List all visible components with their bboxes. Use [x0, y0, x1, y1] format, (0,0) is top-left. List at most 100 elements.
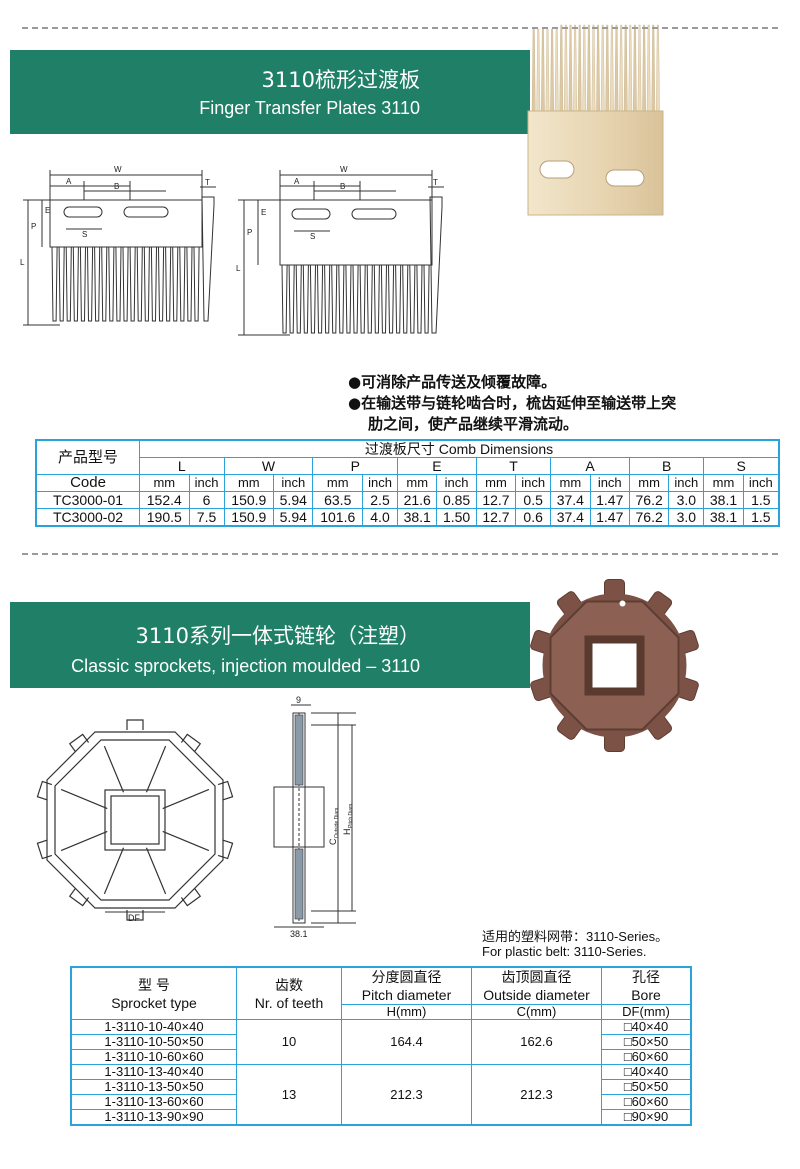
- unit-a-mm: mm: [550, 474, 591, 492]
- dims-header: 过渡板尺寸 Comb Dimensions: [139, 439, 780, 458]
- row-value: 150.9: [223, 508, 275, 527]
- table-row: 1-3110-10-60×60□60×60: [70, 1049, 692, 1065]
- outside-header-en: Outside diameter: [483, 987, 590, 1003]
- unit-c: C(mm): [471, 1004, 602, 1020]
- dim-group-e: E: [397, 457, 477, 475]
- row-code: TC3000-01: [35, 491, 140, 509]
- pitch-diam-sub: Pitch Diam.: [348, 802, 354, 828]
- pitch-diameter: 212.3: [341, 1064, 472, 1126]
- dim-group-a: A: [550, 457, 630, 475]
- pitch-header-en: Pitch diameter: [361, 987, 452, 1003]
- dim-label-w: W: [114, 165, 122, 174]
- row-value: 190.5: [139, 508, 190, 527]
- row-value: 1.5: [742, 491, 780, 509]
- row-value: 76.2: [628, 491, 670, 509]
- bore-size: □40×40: [601, 1019, 692, 1035]
- dim-label-e: E: [45, 206, 50, 215]
- unit-t-mm: mm: [475, 474, 517, 492]
- dim-df: DF: [128, 913, 140, 923]
- bore-header-en: Bore: [631, 987, 661, 1003]
- code-header-en: Code: [35, 474, 140, 492]
- dim-group-w: W: [223, 457, 314, 475]
- dim-label-b: B: [114, 182, 119, 191]
- sprocket-side-drawing: 9 38.1 C Outside Diam. H Pitch Diam.: [273, 695, 356, 939]
- dim-label-a2: A: [294, 177, 300, 186]
- sprocket-photo: [530, 579, 699, 752]
- unit-s-inch: inch: [742, 474, 780, 492]
- divider: [22, 27, 778, 29]
- section2-title-en: Classic sprockets, injection moulded – 3…: [71, 656, 420, 676]
- row-value: 1.47: [589, 491, 630, 509]
- row-value: 0.5: [515, 491, 552, 509]
- unit-a-inch: inch: [589, 474, 630, 492]
- finger-plate-photo: [527, 24, 664, 216]
- row-value: 12.7: [475, 508, 517, 527]
- bore-size: □60×60: [601, 1094, 692, 1110]
- row-value: 6: [188, 491, 225, 509]
- row-value: 37.4: [550, 508, 591, 527]
- row-value: 3.0: [668, 491, 705, 509]
- dim-label-b2: B: [340, 182, 345, 191]
- row-value: 7.5: [188, 508, 225, 527]
- bullet-2-cont: 肋之间，使产品继续平滑流动。: [368, 415, 579, 433]
- pitch-diameter: 164.4: [341, 1019, 472, 1065]
- dim-label-s: S: [82, 230, 87, 239]
- unit-l-mm: mm: [139, 474, 190, 492]
- sprocket-type: 1-3110-13-90×90: [70, 1109, 237, 1126]
- unit-l-inch: inch: [188, 474, 225, 492]
- dim-label-s2: S: [310, 232, 315, 241]
- unit-p-inch: inch: [362, 474, 398, 492]
- bore-size: □90×90: [601, 1109, 692, 1126]
- row-value: 5.94: [273, 508, 314, 527]
- sprocket-type: 1-3110-13-40×40: [70, 1064, 237, 1080]
- dim-label-w2: W: [340, 165, 348, 174]
- dim-label-e2: E: [261, 208, 266, 217]
- bore-size: □40×40: [601, 1064, 692, 1080]
- dim-label-t: T: [205, 178, 210, 187]
- unit-b-mm: mm: [628, 474, 670, 492]
- bullet-2: ●在输送带与链轮啮合时，梳齿延伸至输送带上突: [348, 394, 677, 412]
- row-value: 2.5: [362, 491, 398, 509]
- teeth-count: 13: [236, 1064, 342, 1126]
- section2-banner: 3110系列一体式链轮（注塑） Classic sprockets, injec…: [10, 602, 530, 688]
- unit-s-mm: mm: [703, 474, 744, 492]
- row-value: 152.4: [139, 491, 190, 509]
- dim-9: 9: [296, 695, 301, 705]
- table-row: 1-3110-13-50×50□50×50: [70, 1079, 692, 1095]
- bore-size: □50×50: [601, 1079, 692, 1095]
- row-value: 76.2: [628, 508, 670, 527]
- row-value: 5.94: [273, 491, 314, 509]
- row-value: 101.6: [312, 508, 364, 527]
- sprocket-front-drawing: DF: [36, 719, 234, 923]
- row-value: 38.1: [396, 508, 438, 527]
- unit-h: H(mm): [341, 1004, 472, 1020]
- teeth-header-cn: 齿数: [275, 976, 303, 993]
- unit-w-mm: mm: [223, 474, 275, 492]
- dim-38-1: 38.1: [290, 929, 308, 939]
- unit-df: DF(mm): [601, 1004, 692, 1020]
- bore-header-cn: 孔径: [632, 969, 660, 985]
- type-header-cn: 型 号: [138, 976, 170, 993]
- row-value: 38.1: [703, 491, 744, 509]
- section2-title-cn: 3110系列一体式链轮（注塑）: [135, 624, 420, 648]
- note-en: For plastic belt: 3110-Series.: [482, 944, 647, 959]
- unit-t-inch: inch: [515, 474, 552, 492]
- bullet-1: ●可消除产品传送及倾覆故障。: [348, 373, 557, 391]
- unit-w-inch: inch: [273, 474, 314, 492]
- sprocket-type: 1-3110-10-50×50: [70, 1034, 237, 1050]
- dim-label-p: P: [31, 222, 36, 231]
- row-value: 150.9: [223, 491, 275, 509]
- teeth-header-en: Nr. of teeth: [254, 994, 324, 1011]
- pitch-header-cn: 分度圆直径: [371, 969, 442, 985]
- dim-label-l: L: [20, 258, 25, 267]
- dim-label-l2: L: [236, 264, 241, 273]
- dim-label-t2: T: [433, 178, 438, 187]
- row-value: 38.1: [703, 508, 744, 527]
- section1-title-en: Finger Transfer Plates 3110: [199, 98, 420, 118]
- sprocket-type: 1-3110-13-60×60: [70, 1094, 237, 1110]
- row-value: 1.47: [589, 508, 630, 527]
